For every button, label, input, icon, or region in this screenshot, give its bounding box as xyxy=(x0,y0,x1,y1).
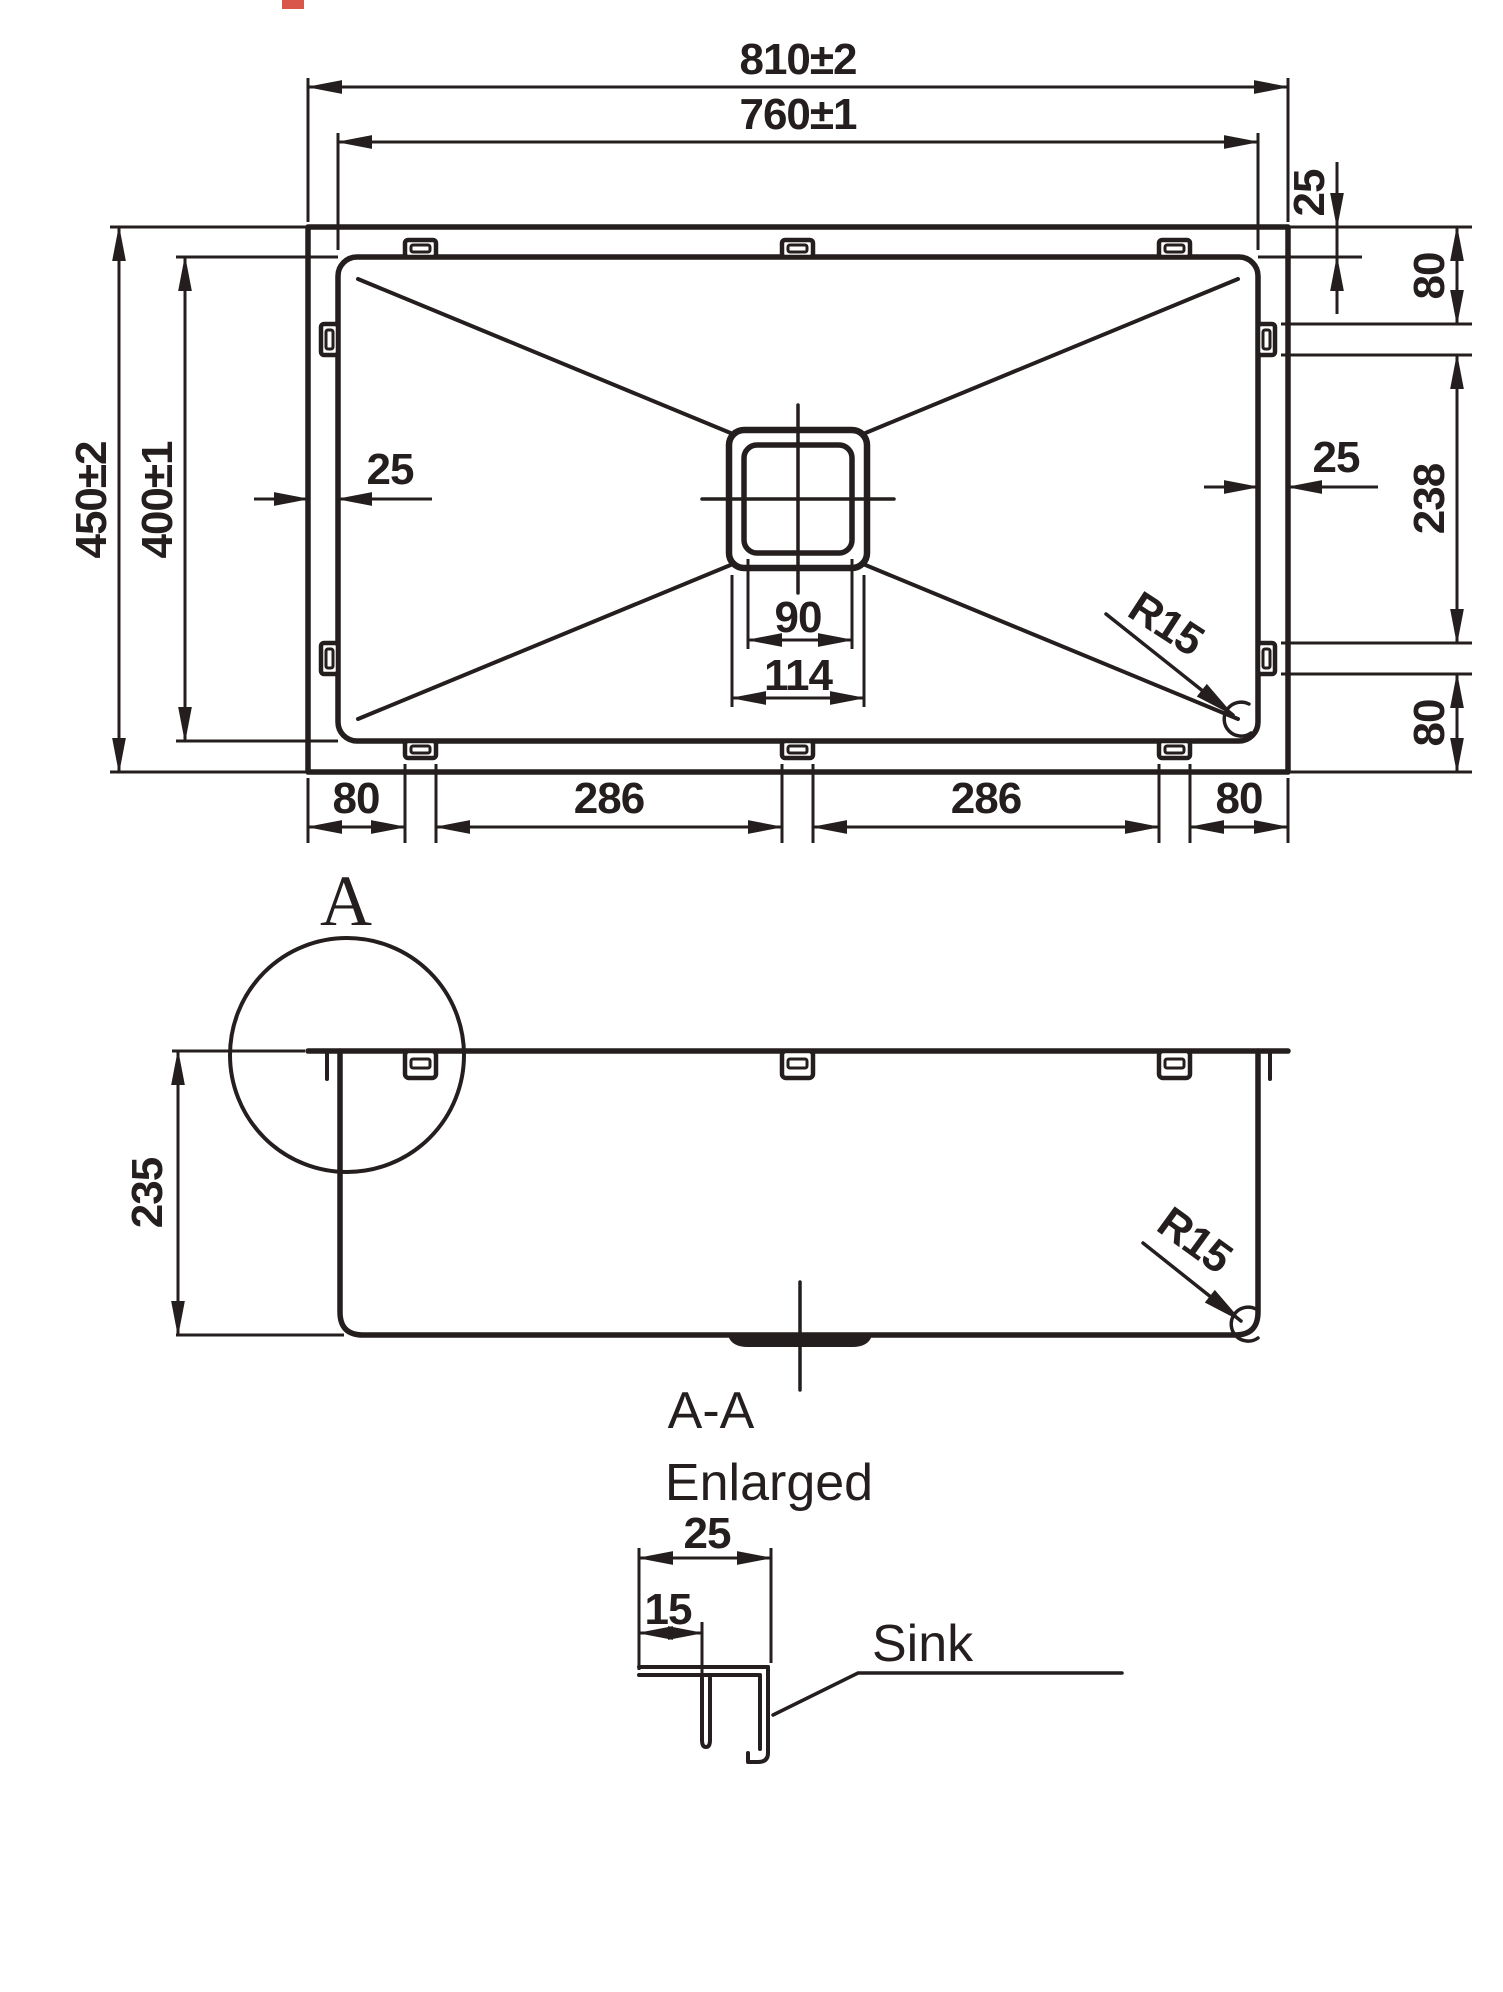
dim-bottom-chain-2: 286 xyxy=(951,774,1021,823)
dim-right-chain-2: 80 xyxy=(1405,700,1454,747)
dim-height-outer: 450±2 xyxy=(67,441,116,558)
corner-diagonals xyxy=(356,277,1240,721)
dim-detail-lip-offset: 15 xyxy=(645,1585,692,1634)
dim-width-inner: 760±1 xyxy=(739,90,857,139)
sink-leader xyxy=(771,1671,1124,1717)
dim-right-chain-0: 80 xyxy=(1405,253,1454,300)
extension-lines xyxy=(110,78,1472,843)
red-crop-mark xyxy=(282,0,304,9)
dim-right-chain-1: 238 xyxy=(1405,463,1454,534)
dim-bottom-chain-1: 286 xyxy=(574,774,644,823)
top-view: 810±2 760±1 450±2 400±1 25 25 25 80 238 … xyxy=(67,35,1472,843)
dim-rim-right: 25 xyxy=(1313,433,1360,482)
dim-bottom-chain-0: 80 xyxy=(333,774,380,823)
drain xyxy=(700,403,896,595)
dimension-lines xyxy=(112,80,1464,834)
mounting-clips-left xyxy=(318,321,341,677)
mounting-clips-top xyxy=(402,237,1193,260)
dim-rim-left: 25 xyxy=(367,445,414,494)
dim-corner-radius-side: R15 xyxy=(1149,1198,1241,1284)
radius-arc-mark xyxy=(1222,700,1253,738)
dim-drain-inner: 90 xyxy=(775,593,822,642)
dim-depth: 235 xyxy=(123,1157,172,1228)
outer-fold-hook xyxy=(746,1665,770,1764)
dim-rim-top-right: 25 xyxy=(1285,169,1334,216)
dim-width-outer: 810±2 xyxy=(739,35,856,84)
dim-corner-radius-top: R15 xyxy=(1120,582,1212,666)
mounting-clips-right xyxy=(1255,321,1278,677)
dim-drain-outer: 114 xyxy=(764,651,834,700)
detail-title: A-A xyxy=(668,1382,755,1440)
side-mounting-clips xyxy=(402,1048,1193,1081)
dim-height-inner: 400±1 xyxy=(133,441,182,559)
detail-circle xyxy=(228,936,466,1174)
radius-arc-mark-side xyxy=(1229,1305,1260,1343)
dim-detail-rim-width: 25 xyxy=(684,1509,731,1558)
rim-profile xyxy=(637,1665,770,1764)
mounting-clips-bottom xyxy=(402,738,1193,761)
side-view: A 235 R15 xyxy=(123,861,1291,1392)
section-label: A xyxy=(320,861,372,941)
inner-lip-fold xyxy=(700,1676,712,1749)
radius-leader-side xyxy=(1141,1241,1243,1323)
dim-bottom-chain-3: 80 xyxy=(1216,774,1263,823)
detail-view: A-A Enlarged 25 15 Sink xyxy=(637,1382,1124,1764)
sink-callout: Sink xyxy=(872,1615,974,1673)
detail-subtitle: Enlarged xyxy=(665,1454,873,1512)
